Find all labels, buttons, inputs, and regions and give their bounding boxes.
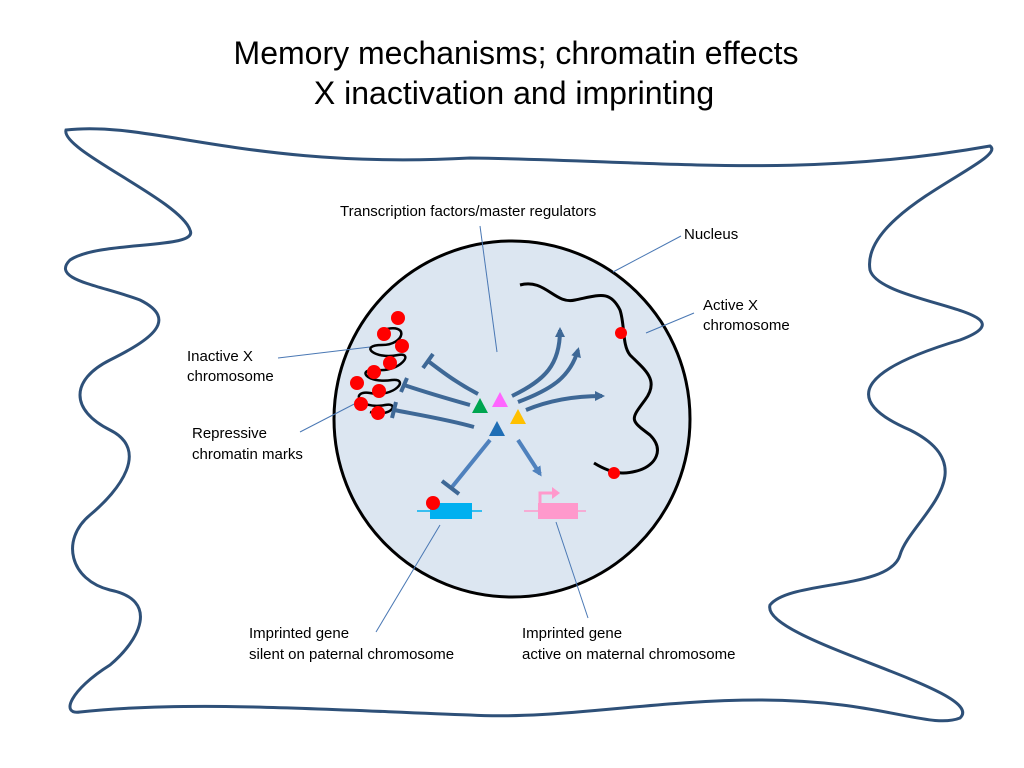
inhibit-bar-2 — [399, 377, 409, 393]
activate-arrow-2 — [517, 347, 581, 404]
label-imprinted-active-line-1: Imprinted gene — [522, 625, 622, 642]
repressive-mark — [371, 406, 385, 420]
repressive-mark — [367, 365, 381, 379]
repressive-chromatin-marks — [350, 311, 409, 420]
leader-imprinted-silent — [375, 524, 441, 633]
inhibit-arrow-silent-gene — [450, 438, 492, 489]
repressive-mark — [391, 311, 405, 325]
inhibit-arrow-3 — [393, 408, 475, 429]
silent-gene-mark — [426, 496, 440, 510]
nucleus — [332, 239, 692, 599]
label-imprinted-active-line-2: active on maternal chromosome — [522, 646, 735, 663]
activation-arrows — [511, 327, 605, 412]
transcription-start-arrowhead-icon — [552, 487, 560, 499]
transcription-factors — [472, 392, 526, 436]
activate-arrow-1 — [511, 327, 565, 398]
inhibition-arrows — [390, 352, 479, 429]
leader-imprinted-active — [555, 521, 589, 619]
silent-gene-box — [430, 503, 472, 519]
label-nucleus: Nucleus — [684, 226, 738, 243]
tf-green-triangle — [472, 398, 488, 413]
title-line-1: Memory mechanisms; chromatin effects — [234, 35, 799, 71]
label-inactive-x-line-2: chromosome — [187, 368, 274, 385]
label-active-x-line-1: Active X — [703, 297, 758, 314]
transcription-start-arrow-icon — [538, 491, 552, 503]
label-repressive-line-1: Repressive — [192, 425, 267, 442]
label-repressive-line-2: chromatin marks — [192, 446, 303, 463]
title-line-2: X inactivation and imprinting — [314, 75, 714, 111]
inhibit-bar-silent-gene — [440, 479, 461, 496]
label-inactive-x-line-1: Inactive X — [187, 348, 253, 365]
repressive-mark — [377, 327, 391, 341]
leader-lines — [277, 225, 695, 633]
tf-blue-triangle — [489, 421, 505, 436]
inhibit-bar-1 — [421, 352, 435, 370]
active-x-chromosome — [519, 282, 659, 475]
leader-nucleus — [612, 235, 682, 273]
leader-inactive-x — [277, 346, 371, 359]
label-imprinted-silent-line-2: silent on paternal chromosome — [249, 646, 454, 663]
active-gene-box — [538, 503, 578, 519]
tf-yellow-triangle — [510, 409, 526, 424]
repressive-mark — [383, 356, 397, 370]
leader-transcription-factors — [479, 225, 498, 353]
label-transcription-factors: Transcription factors/master regulators — [340, 203, 596, 220]
inhibit-arrow-1 — [426, 359, 479, 396]
label-active-x-line-2: chromosome — [703, 317, 790, 334]
repressive-mark — [395, 339, 409, 353]
repressive-mark — [354, 397, 368, 411]
cell-outline — [64, 127, 994, 723]
active-x-mark-1 — [615, 327, 627, 339]
leader-active-x — [645, 312, 695, 334]
label-imprinted-silent-line-1: Imprinted gene — [249, 625, 349, 642]
inhibit-arrow-2 — [403, 383, 471, 407]
inhibit-bar-3 — [390, 401, 398, 419]
activate-arrow-3 — [525, 391, 605, 412]
leader-repressive — [299, 399, 363, 433]
active-x-mark-2 — [608, 467, 620, 479]
repressive-mark — [350, 376, 364, 390]
inactive-x-chromosome — [357, 327, 407, 415]
activate-arrow-active-gene — [516, 438, 542, 477]
repressive-mark — [372, 384, 386, 398]
tf-pink-triangle — [492, 392, 508, 407]
